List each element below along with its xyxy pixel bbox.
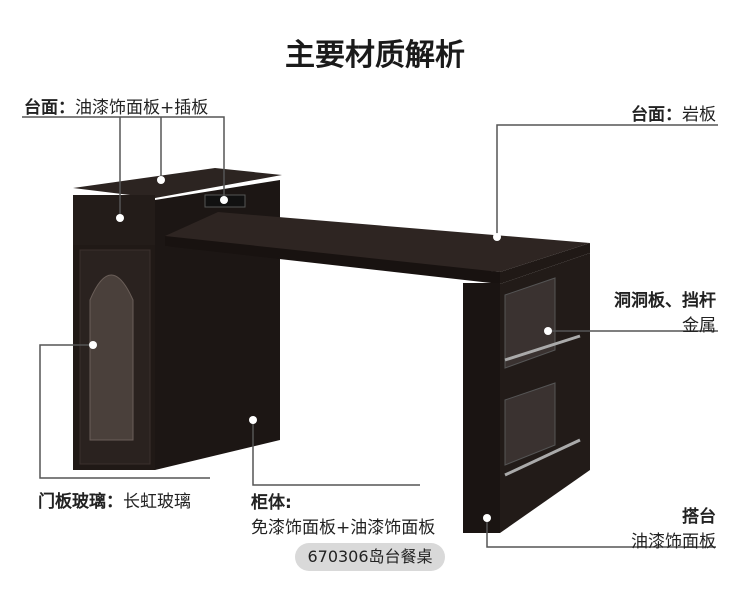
callout-value: 岩板 [682,105,716,125]
callout-platform: 搭台 油漆饰面板 [631,502,716,552]
page-title: 主要材质解析 [285,38,465,73]
callout-value: 油漆饰面板+插板 [75,98,209,118]
callout-value: 油漆饰面板 [631,532,716,552]
table-top-edge [165,236,500,284]
callout-top-right: 台面：岩板 [631,100,716,125]
callout-label: 台面： [24,98,75,118]
metal-rail-upper [504,334,581,362]
table-top [165,212,590,272]
cabinet-drawer [73,195,155,245]
table-top-edge-right [500,243,590,284]
callout-label: 洞洞板、挡杆 [614,291,716,311]
metal-rail-lower [504,438,581,477]
callout-lines [22,116,718,548]
callout-value: 长虹玻璃 [123,492,191,512]
pegboard-lower [504,382,556,466]
callout-cabinet: 柜体: 免漆饰面板+油漆饰面板 [251,488,435,538]
callout-label: 搭台 [682,507,716,527]
callout-pegboard: 洞洞板、挡杆 金属 [614,286,716,336]
pegboard-upper [504,277,556,369]
callout-label: 台面： [631,105,682,125]
callout-label: 门板玻璃： [38,492,123,512]
callout-dots [89,176,552,522]
callout-value: 免漆饰面板+油漆饰面板 [251,518,436,538]
callout-value: 金属 [682,316,716,336]
table-leg-front [463,283,500,533]
cabinet-top [73,168,282,198]
callout-door-glass: 门板玻璃：长虹玻璃 [38,487,191,512]
callout-label: 柜体: [251,493,292,513]
arched-glass-panel [89,274,134,441]
product-badge: 670306岛台餐桌 [295,543,445,571]
callout-top-left: 台面：油漆饰面板+插板 [24,93,208,118]
